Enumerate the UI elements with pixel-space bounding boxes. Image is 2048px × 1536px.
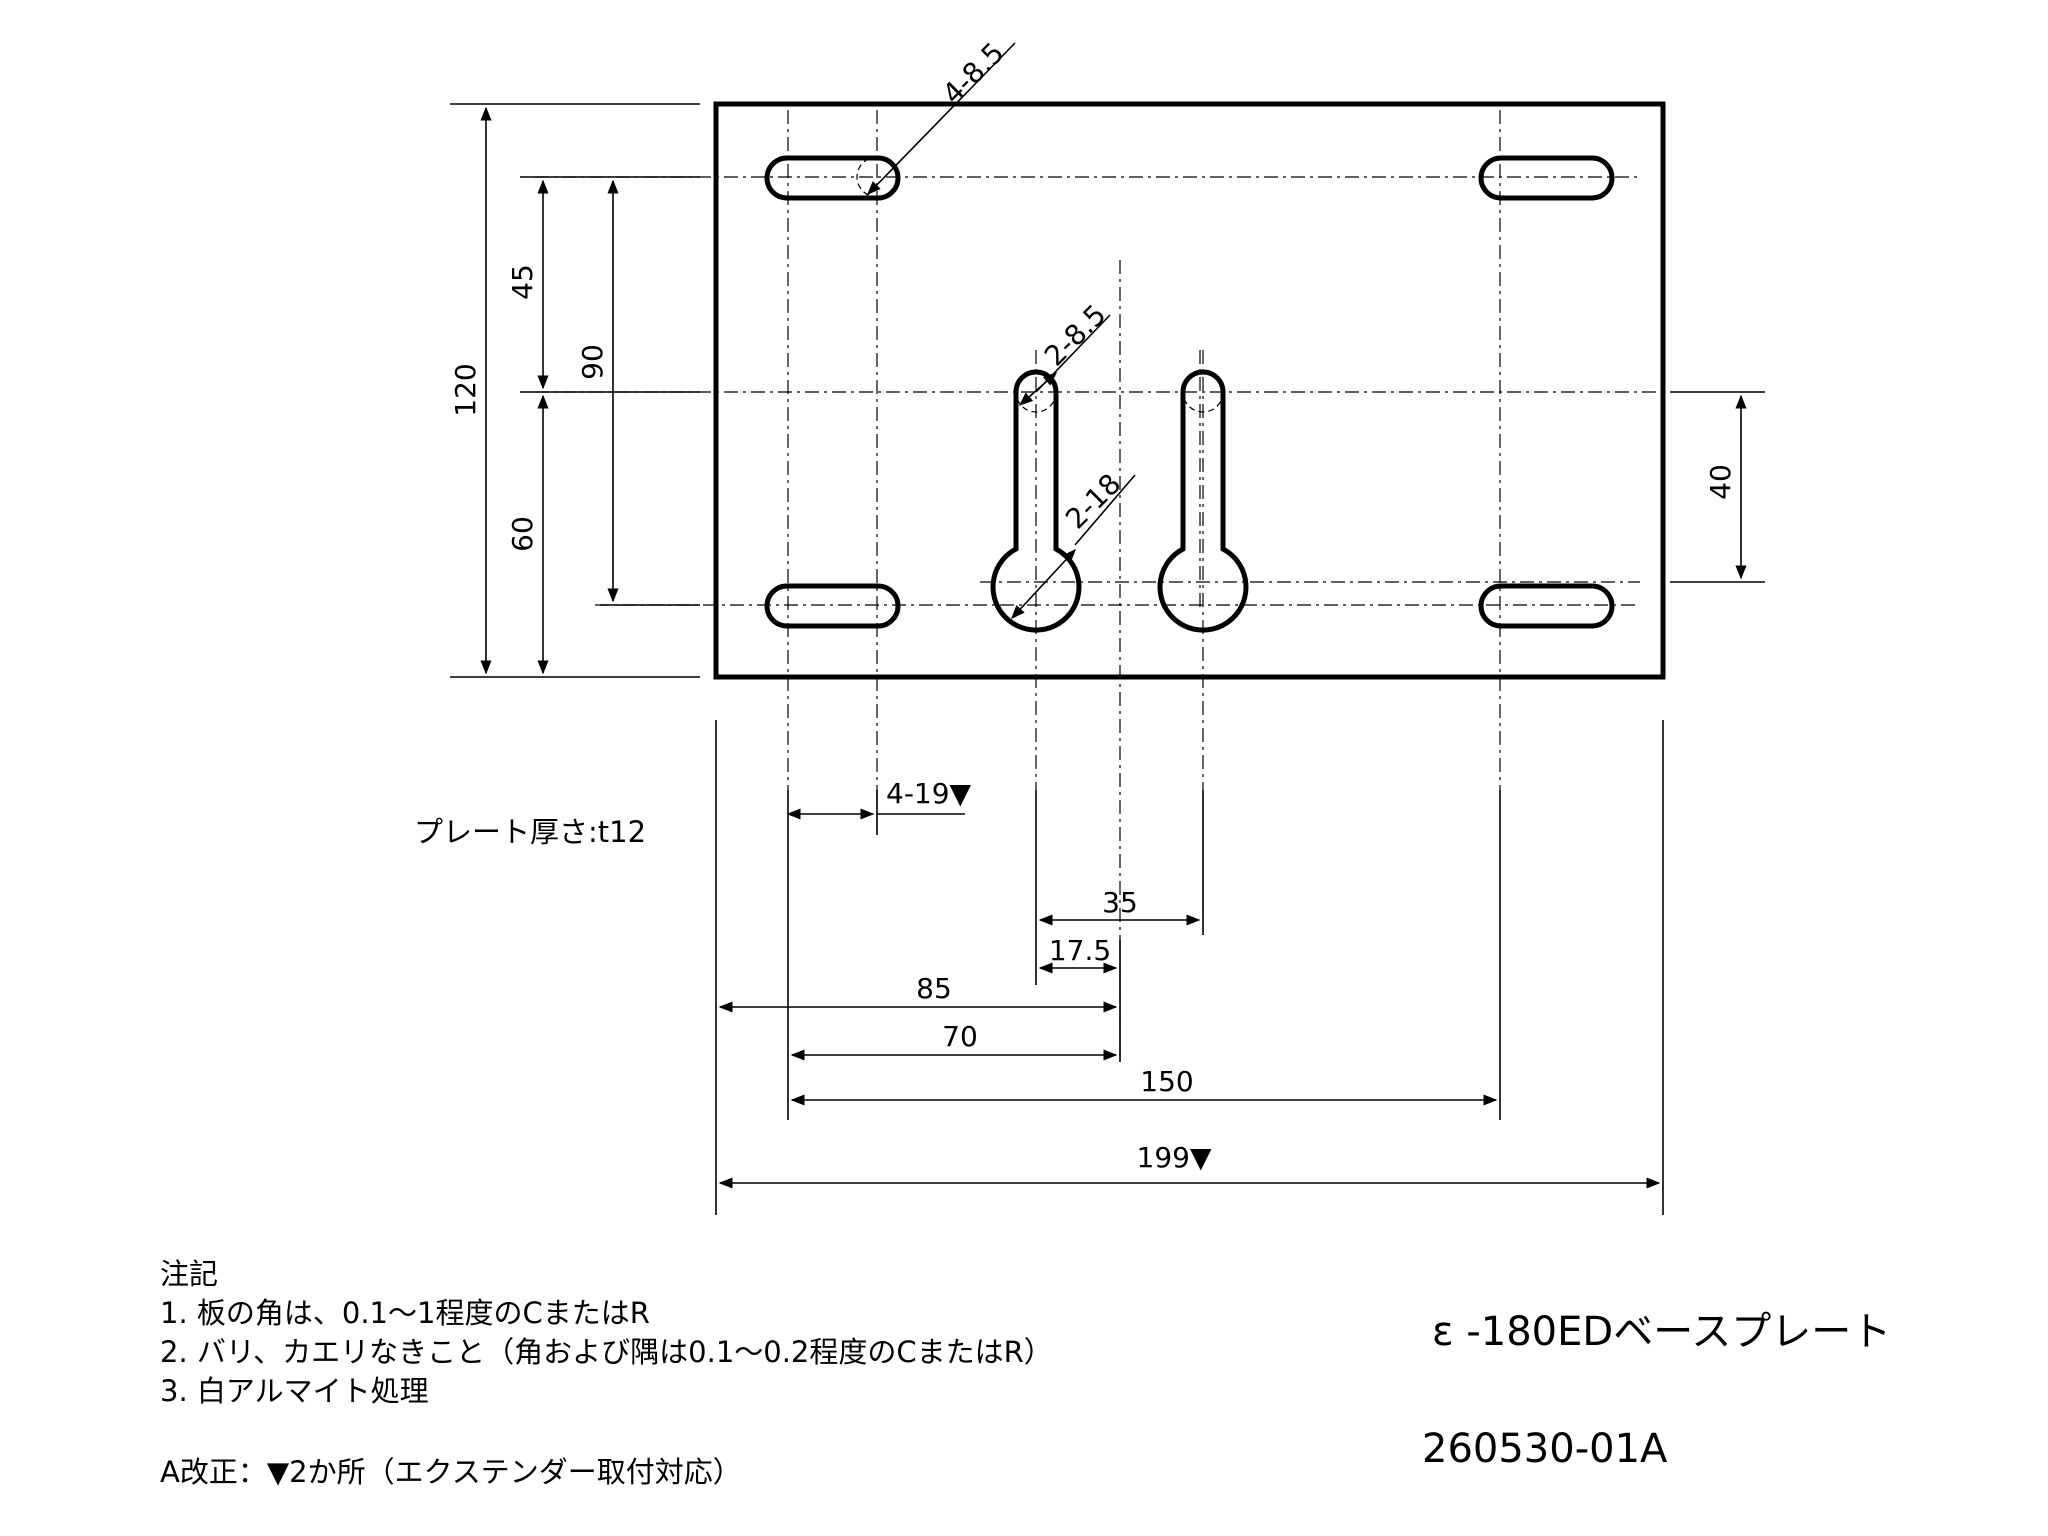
title-block: ε -180EDベースプレート 260530-01A — [1422, 1309, 1891, 1472]
dim-width-total: 199▼ — [1137, 1141, 1212, 1174]
dim-key-from-hole: 70 — [942, 1020, 978, 1053]
dimension-lines — [480, 42, 1747, 1189]
dim-hole-pitch-horizontal: 150 — [1140, 1065, 1193, 1098]
dim-left-offset: 4-19▼ — [886, 777, 972, 810]
revision-note: A改正：▼2か所（エクステンダー取付対応） — [160, 1455, 742, 1489]
plate-thickness: プレート厚さ:t12 — [414, 815, 646, 849]
drawing-number: 260530-01A — [1422, 1426, 1668, 1472]
dim-slot-key-circle: 2-18 — [1059, 467, 1127, 535]
plate-outline — [713, 101, 1666, 680]
note-item-2: 2. バリ、カエリなきこと（角および隅は0.1～0.2程度のCまたはR） — [160, 1335, 1053, 1369]
note-item-3: 3. 白アルマイト処理 — [160, 1374, 429, 1408]
dim-height-total: 120 — [449, 363, 482, 416]
dim-slot-corner: 4-8.5 — [936, 36, 1011, 111]
dim-hole-pitch-vertical: 90 — [576, 344, 609, 380]
note-item-1: 1. 板の角は、0.1～1程度のCまたはR — [160, 1296, 650, 1330]
notes-heading: 注記 — [160, 1257, 218, 1291]
notes-block: 注記 1. 板の角は、0.1～1程度のCまたはR 2. バリ、カエリなきこと（角… — [160, 1257, 1053, 1489]
dim-height-lower: 60 — [506, 516, 539, 552]
dim-right-offset: 40 — [1704, 464, 1737, 500]
dim-key-pitch: 35 — [1102, 886, 1138, 919]
extension-lines — [450, 103, 1765, 1215]
corner-slots — [764, 155, 1615, 629]
dim-key-half: 17.5 — [1049, 934, 1111, 967]
dim-slot-key-top: 2-8.5 — [1038, 298, 1113, 373]
dim-key-from-edge: 85 — [916, 972, 952, 1005]
dim-height-upper: 45 — [506, 264, 539, 300]
drawing-title: ε -180EDベースプレート — [1432, 1309, 1891, 1355]
